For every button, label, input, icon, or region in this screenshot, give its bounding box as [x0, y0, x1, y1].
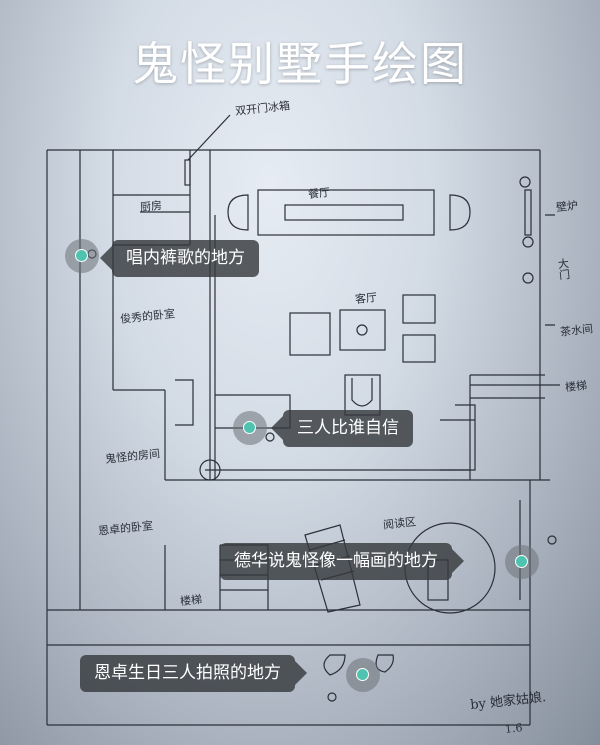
page-title: 鬼怪别墅手绘图 — [132, 37, 468, 91]
label-living: 客厅 — [354, 290, 378, 307]
label-date: 1.6 — [504, 721, 524, 736]
tag-4[interactable]: 恩卓生日三人拍照的地方 — [80, 655, 307, 692]
label-tea-room: 茶水间 — [559, 322, 594, 339]
label-fireplace: 壁炉 — [555, 198, 579, 215]
label-stairs-right: 楼梯 — [564, 378, 588, 395]
tag-2[interactable]: 三人比谁自信 — [271, 410, 413, 447]
label-kitchen: 厨房 — [139, 198, 163, 215]
label-main-door: 大门 — [555, 257, 572, 281]
tag-dot[interactable] — [233, 411, 267, 445]
tag-1[interactable]: 唱内裤歌的地方 — [100, 240, 259, 277]
label-stairs-left: 楼梯 — [179, 592, 203, 609]
tag-dot[interactable] — [65, 239, 99, 273]
tag-3[interactable]: 德华说鬼怪像一幅画的地方 — [220, 543, 464, 580]
tag-dot[interactable] — [505, 545, 539, 579]
label-reading: 阅读区 — [382, 515, 417, 532]
tag-dot[interactable] — [346, 658, 380, 692]
label-dining: 餐厅 — [307, 185, 331, 202]
